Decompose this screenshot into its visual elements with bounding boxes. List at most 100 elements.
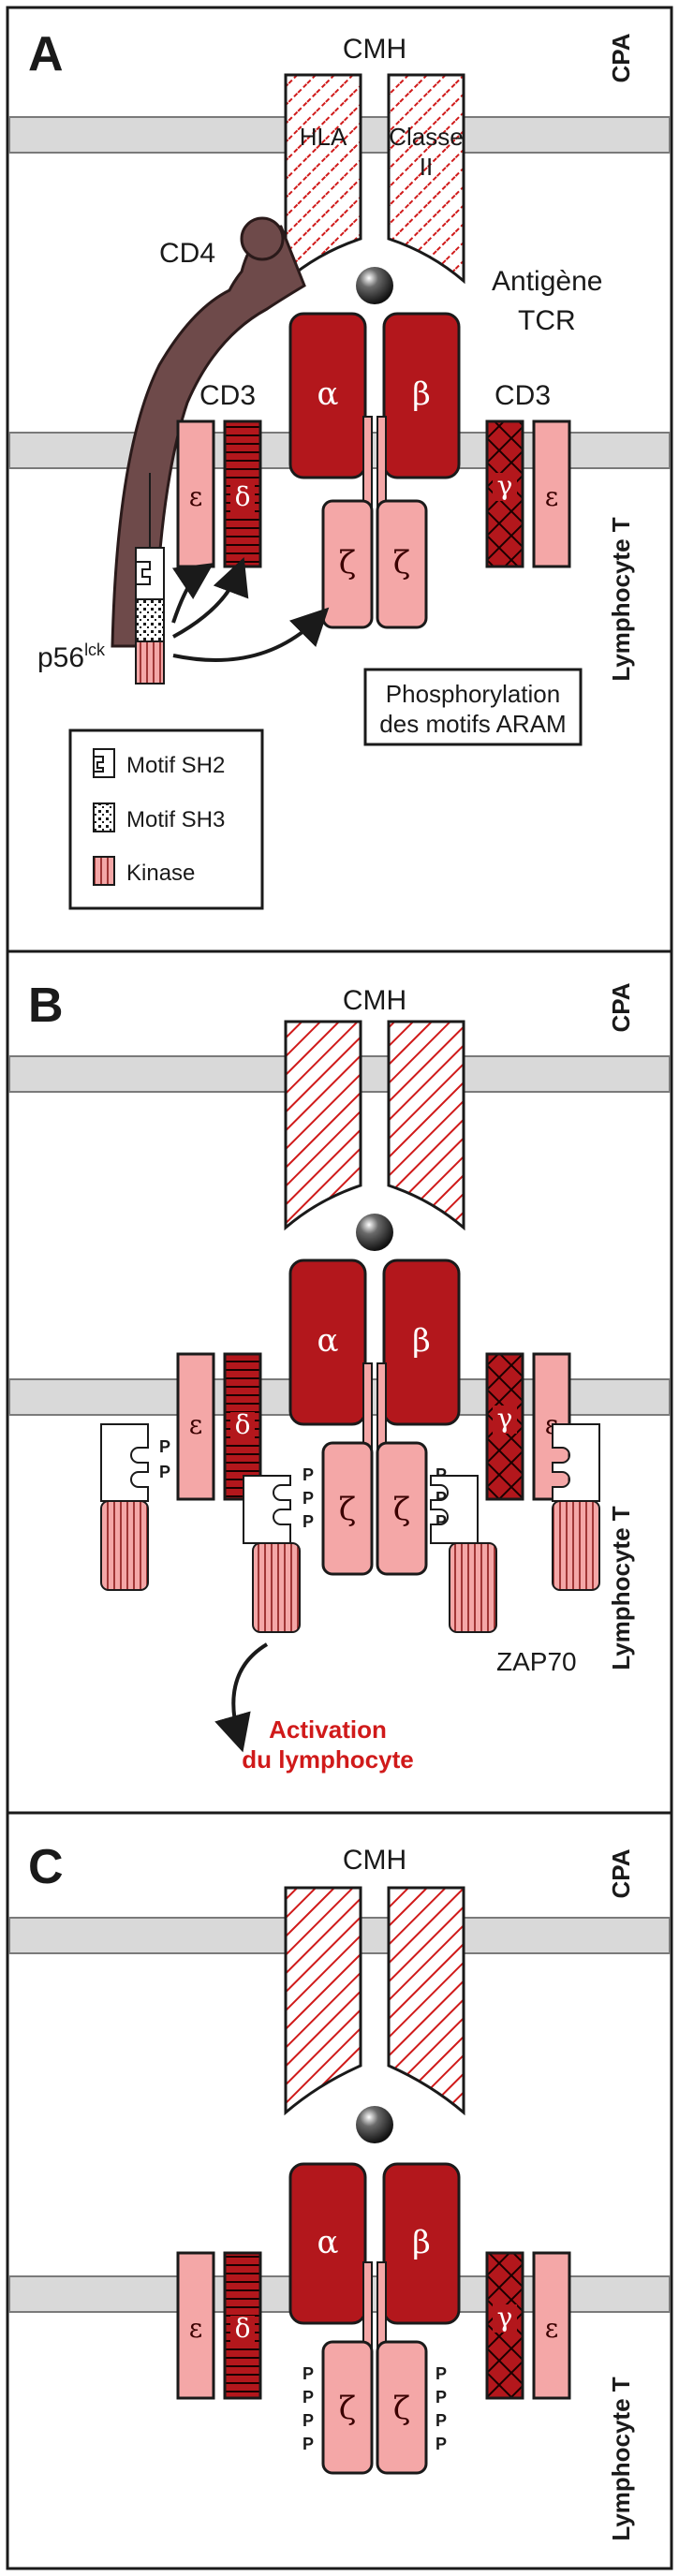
p-mark: P — [435, 2411, 447, 2430]
beta-label: β — [412, 2224, 431, 2261]
p-mark: P — [435, 2435, 447, 2453]
p56-sh2-notch-icon — [136, 561, 151, 585]
legend-label-sh3: Motif SH3 — [126, 807, 225, 832]
tcr-label: TCR — [518, 305, 576, 336]
panel-letter: C — [28, 1840, 64, 1894]
p-mark: P — [435, 2364, 447, 2383]
gamma-label: γ — [497, 470, 513, 501]
mhc-classe-ii-chain — [387, 73, 465, 285]
cd4-label: CD4 — [159, 238, 215, 269]
cd3-epsilon-left — [176, 2251, 215, 2400]
panel-letter: A — [28, 27, 64, 81]
zap70-left-inner — [243, 1475, 301, 1633]
delta-label-bg — [230, 484, 255, 512]
gamma-label: γ — [497, 2302, 513, 2333]
p56-sh2-domain — [135, 547, 165, 600]
beta-label: β — [412, 1322, 431, 1360]
zeta-chain-right — [376, 1441, 428, 1576]
activation-line2: du lymphocyte — [242, 1745, 413, 1774]
activation-arrow — [214, 1642, 269, 1753]
cd3-epsilon-right — [532, 420, 571, 568]
phosphorylation-box — [363, 668, 583, 746]
mhc-right-chain — [387, 1886, 465, 2116]
gamma-label-bg — [493, 2304, 517, 2333]
tcr-alpha-chain — [288, 1259, 367, 1426]
zeta-chain-left — [321, 499, 374, 629]
antigen-ball-icon — [356, 267, 393, 304]
lymphocyte-t-label: Lymphocyte T — [607, 2377, 635, 2540]
p-mark: P — [159, 1437, 170, 1456]
p-mark: P — [303, 2435, 314, 2453]
cd3-epsilon-left — [176, 1352, 215, 1501]
p-mark: P — [303, 1465, 314, 1484]
p56-kinase-domain — [135, 640, 165, 684]
zap70-right-inner — [430, 1475, 497, 1633]
tcr-beta-chain — [382, 1259, 461, 1426]
mhc-right-chain — [387, 1020, 465, 1231]
hla-label: HLA — [300, 123, 347, 151]
zeta-right-label: ζ — [393, 1491, 410, 1528]
tcr-beta-chain — [382, 312, 461, 479]
cd3-right-label: CD3 — [494, 380, 551, 411]
legend-label-sh2: Motif SH2 — [126, 753, 225, 778]
cd4-head — [240, 216, 285, 261]
zap70-right-outer — [552, 1423, 600, 1591]
phospho-line2: des motifs ARAM — [379, 710, 566, 738]
sh2-motif-notch — [94, 756, 104, 773]
alpha-label: α — [317, 375, 339, 413]
delta-label: δ — [235, 481, 251, 512]
cmh-label: CMH — [343, 34, 406, 65]
zeta-left-label: ζ — [339, 1491, 356, 1528]
classe-label: Classe — [389, 123, 463, 151]
arrow-to-delta — [172, 557, 249, 639]
sh3-motif-icon — [93, 802, 115, 832]
p56-label: p56lck — [37, 640, 106, 673]
delta-label: δ — [235, 1409, 251, 1440]
alpha-label: α — [317, 1322, 339, 1360]
tcr-beta-chain — [382, 2162, 461, 2325]
kinase-icon — [93, 856, 115, 886]
activation-line1: Activation — [269, 1715, 387, 1744]
zeta-chain-left — [321, 1441, 374, 1576]
p-mark: P — [303, 2364, 314, 2383]
panel-c: C CMH CPA Lymphocyte T α β ζ ζ ε δ γ ε P… — [6, 1811, 673, 2570]
antigen-ball-icon — [356, 2106, 393, 2143]
epsilon-left-label: ε — [189, 1409, 203, 1440]
p-mark: P — [303, 2388, 314, 2407]
p-mark: P — [159, 1463, 170, 1481]
cd3-epsilon-right — [532, 2251, 571, 2400]
beta-label: β — [412, 375, 431, 413]
lymphocyte-t-label: Lymphocyte T — [607, 517, 635, 681]
antigene-label: Antigène — [492, 266, 602, 297]
zeta-chain-right — [376, 499, 428, 629]
lymphocyte-t-label: Lymphocyte T — [607, 1506, 635, 1670]
zeta-right-label: ζ — [393, 544, 410, 581]
panel-letter: B — [28, 979, 64, 1033]
cpa-label: CPA — [607, 982, 635, 1032]
epsilon-left-label: ε — [189, 2313, 203, 2344]
gamma-label-bg — [493, 1406, 517, 1434]
cd3-left-label: CD3 — [199, 380, 256, 411]
cpa-label: CPA — [607, 33, 635, 82]
delta-label-bg — [230, 1412, 255, 1440]
cmh-label: CMH — [343, 1845, 406, 1876]
cpa-label: CPA — [607, 1848, 635, 1898]
delta-label: δ — [235, 2313, 251, 2344]
legend-label-kinase: Kinase — [126, 861, 195, 886]
zeta-chain-right — [376, 2340, 428, 2475]
arrow-to-zeta — [172, 607, 330, 662]
tcr-alpha-chain — [288, 312, 367, 479]
zeta-left-label: ζ — [339, 544, 356, 581]
p-mark: P — [303, 2411, 314, 2430]
zeta-chain-left — [321, 2340, 374, 2475]
panel-a: A CMH CPA Lymphocyte T HLA Classe II Ant… — [6, 6, 673, 953]
epsilon-right-label: ε — [545, 481, 559, 512]
gamma-label-bg — [493, 473, 517, 501]
epsilon-right-label: ε — [545, 2313, 559, 2344]
alpha-label: α — [317, 2224, 339, 2261]
p-mark: P — [435, 2388, 447, 2407]
classe-number: II — [420, 153, 433, 181]
p56-sh3-domain — [135, 598, 165, 642]
zap70-label: ZAP70 — [496, 1647, 577, 1676]
